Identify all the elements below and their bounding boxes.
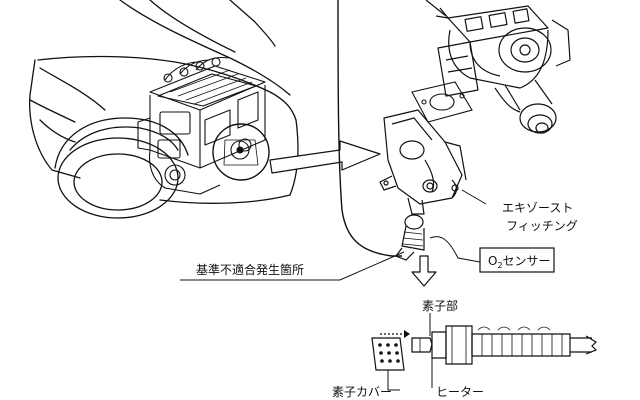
sensor-harness-wire bbox=[337, 0, 402, 257]
label-o2-prefix: O bbox=[488, 254, 497, 268]
callout-arrow-engine-to-fitting bbox=[269, 140, 381, 174]
leader-element-cover bbox=[387, 370, 400, 391]
label-o2-sensor: O2センサー bbox=[488, 254, 551, 270]
o2-sensor-mounted-illustration bbox=[395, 214, 425, 261]
label-nonconformity-location: 基準不適合発生箇所 bbox=[196, 262, 304, 277]
label-heater: ヒーター bbox=[436, 385, 484, 399]
element-cover-holes bbox=[378, 343, 400, 363]
label-o2-subscript: 2 bbox=[497, 261, 502, 270]
leader-nonconformity bbox=[180, 251, 405, 281]
label-exhaust-fitting-line2: フィッチング bbox=[506, 219, 578, 233]
element-cover-shape bbox=[371, 337, 405, 371]
label-element-part: 素子部 bbox=[422, 298, 458, 313]
o2-sensor-detail-illustration bbox=[371, 325, 598, 371]
exhaust-fitting-illustration bbox=[379, 109, 467, 215]
leader-o2-sensor bbox=[429, 236, 481, 263]
engine-illustration bbox=[137, 56, 270, 195]
label-element-cover: 素子カバー bbox=[332, 385, 392, 399]
leader-lines bbox=[180, 189, 487, 391]
label-o2-suffix: センサー bbox=[503, 254, 551, 268]
exhaust-manifold-turbo-illustration bbox=[425, 0, 571, 134]
callout-arrow-down bbox=[411, 255, 437, 287]
leader-exhaust-fitting bbox=[461, 189, 487, 205]
engine-exhaust-fitting-highlight bbox=[212, 123, 270, 181]
o2-sensor-label-box bbox=[479, 247, 555, 273]
gasket-illustration bbox=[411, 81, 473, 123]
label-exhaust-fitting-line1: エキゾースト bbox=[502, 201, 573, 215]
car-body-illustration bbox=[29, 0, 299, 219]
